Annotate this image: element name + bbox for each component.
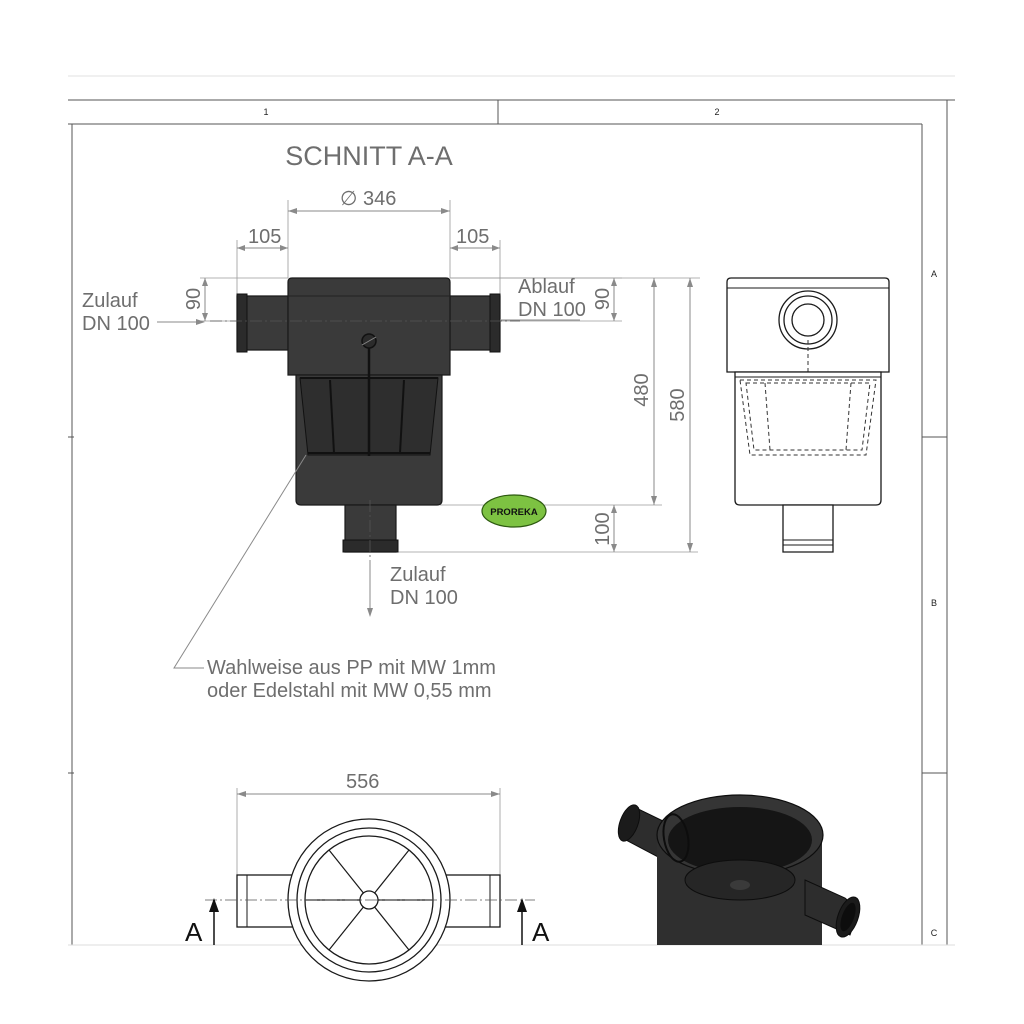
- section-marker-left: A: [185, 917, 203, 947]
- sheet-frame: 1 2 A B C: [68, 99, 955, 946]
- dim-inner-height: 480: [631, 373, 653, 406]
- section-marker-right: A: [532, 917, 550, 947]
- inlet-left-label-2: DN 100: [82, 313, 150, 335]
- column-label-1: 1: [263, 107, 268, 117]
- column-label-2: 2: [714, 107, 719, 117]
- top-view: 556 A A: [185, 771, 550, 982]
- inlet-left-label-1: Zulauf: [82, 290, 138, 312]
- diameter-symbol: ∅: [340, 188, 357, 210]
- inlet-bottom-label-1: Zulauf: [390, 564, 446, 586]
- section-title: SCHNITT A-A: [285, 141, 453, 171]
- section-view: ∅ 346 105 105 90 90 480: [82, 188, 700, 702]
- dim-outlet-height: 90: [592, 288, 614, 310]
- proreka-logo: [481, 494, 547, 528]
- upper-housing: [287, 277, 451, 376]
- row-label-b: B: [931, 598, 937, 608]
- side-view: [726, 277, 890, 553]
- dim-left-offset: 105: [248, 226, 281, 248]
- row-label-a: A: [931, 269, 937, 279]
- dim-inlet-height: 90: [183, 288, 205, 310]
- dim-top-width: 556: [346, 771, 379, 793]
- dim-bottom-outlet: 100: [592, 512, 614, 545]
- isometric-render: [617, 794, 861, 945]
- material-note-line1: Wahlweise aus PP mit MW 1mm: [207, 657, 496, 679]
- inlet-bottom-label-2: DN 100: [390, 587, 458, 609]
- material-note-line2: oder Edelstahl mit MW 0,55 mm: [207, 680, 492, 702]
- outlet-right-label-2: DN 100: [518, 299, 586, 321]
- dim-total-height: 580: [667, 388, 689, 421]
- side-view-basket: [739, 379, 877, 456]
- logo-text: PROREKA: [490, 507, 538, 518]
- dim-diameter: 346: [363, 188, 396, 210]
- note-leader: [173, 454, 307, 669]
- dim-right-offset: 105: [456, 226, 489, 248]
- outlet-right-label-1: Ablauf: [518, 276, 575, 298]
- row-label-c: C: [931, 928, 938, 938]
